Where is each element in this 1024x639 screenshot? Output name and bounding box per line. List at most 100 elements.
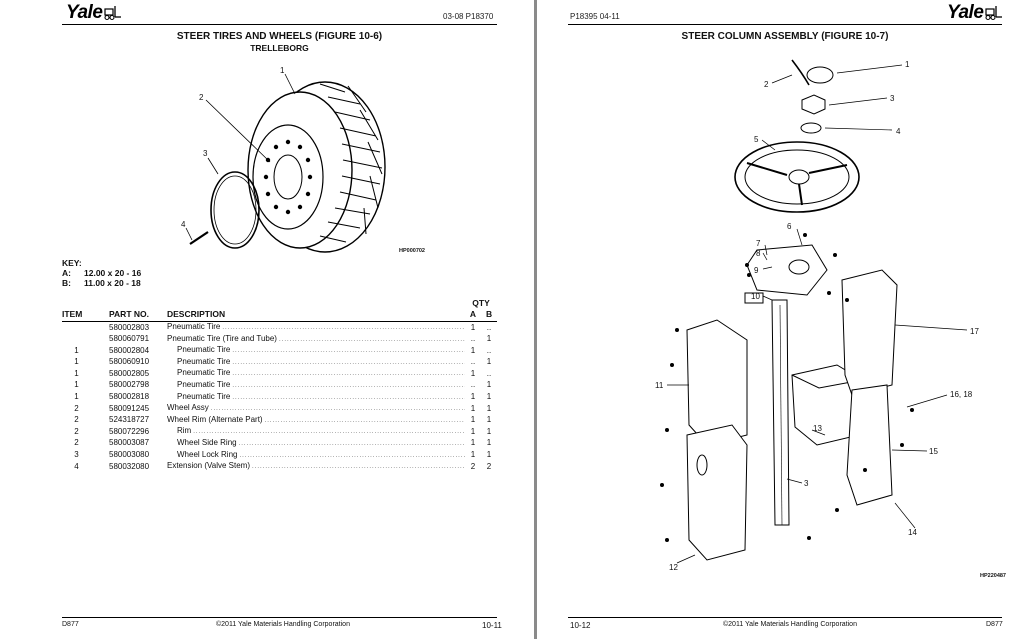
description-cell: Pneumatic Tire [167,368,465,380]
description-text: Pneumatic Tire [177,356,231,366]
parts-table: QTY ITEM PART NO. DESCRIPTION A B 580002… [62,298,498,473]
description-cell: Pneumatic Tire [167,345,465,357]
qty-a-header: A [465,309,481,322]
qty-a-cell: 1 [470,403,476,413]
qty-b-cell: .. [486,368,492,378]
valve-stem [189,231,209,245]
switch [744,292,764,304]
part-number-cell: 580002803 [109,322,150,332]
item-cell: 2 [74,438,79,448]
callout-3-lower: 3 [804,479,809,488]
description-text: Pneumatic Tire [177,391,231,401]
brand-name: Yale [947,2,984,23]
qty-b-cell: .. [486,322,492,332]
page-title: STEER COLUMN ASSEMBLY (FIGURE 10-7) [681,31,889,42]
qty-a-cell: 1 [470,450,476,460]
qty-header: QTY [472,298,490,308]
callout-4: 4 [181,220,186,229]
qty-a-cell: .. [470,334,476,344]
callout-10: 10 [751,292,760,301]
footer-copyright: ©2011 Yale Materials Handling Corporatio… [723,621,857,628]
item-header: ITEM [62,309,109,322]
washer [800,122,822,134]
doc-code: P18395 04-11 [570,12,620,21]
item-cell: 4 [74,461,79,471]
footer-rule [568,617,1002,618]
figure-code: HP220487 [980,573,1006,579]
callout-7: 7 [756,239,761,248]
dot-leader [232,393,465,404]
part-number-cell: 580003087 [109,438,150,448]
callout-12: 12 [669,563,678,572]
description-text: Pneumatic Tire [177,379,231,389]
description-text: Wheel Rim (Alternate Part) [167,414,263,424]
retaining-wire [791,59,810,86]
description-cell: Wheel Assy [167,403,465,415]
description-text: Pneumatic Tire [167,322,221,331]
part-no-header: PART NO. [109,309,167,322]
callout-11: 11 [655,381,664,390]
part-number-cell: 580002818 [109,392,150,402]
callout-1: 1 [280,66,285,75]
item-cell [62,334,109,346]
key-legend: KEY: A:12.00 x 20 - 16 B:11.00 x 20 - 18 [62,258,141,288]
callout-14: 14 [908,528,917,537]
item-cell: 1 [74,357,79,367]
qty-b-cell: 1 [486,380,492,390]
lower-cover [686,424,748,561]
left-cover [686,319,748,446]
footer-page-number: 10-12 [570,621,591,630]
item-cell: 1 [74,392,79,402]
description-text: Extension (Valve Stem) [167,461,250,471]
brand-name: Yale [66,2,103,23]
qty-a-cell: 1 [470,345,476,355]
callout-3: 3 [890,94,895,103]
qty-b-header: B [481,309,498,322]
qty-a-cell: .. [470,357,476,367]
callout-5: 5 [754,135,759,144]
page-title: STEER TIRES AND WHEELS (FIGURE 10-6) [176,31,383,42]
qty-b-cell: 2 [486,461,492,471]
key-row-b: B:11.00 x 20 - 18 [62,278,141,288]
qty-b-cell: 1 [486,334,492,344]
callout-15: 15 [929,447,938,456]
bolts [660,233,914,542]
item-cell: 2 [74,426,79,436]
dot-leader [239,439,465,450]
cap [806,66,834,84]
callout-2: 2 [764,80,769,89]
qty-b-cell: 1 [486,392,492,402]
qty-b-cell: 1 [486,357,492,367]
qty-a-cell: 1 [470,426,476,436]
dot-leader [252,462,465,473]
page-subtitle: TRELLEBORG [250,43,309,53]
qty-a-cell: 1 [470,438,476,448]
part-number-cell: 580002798 [109,380,150,390]
part-number-cell: 524318727 [109,415,150,425]
footer-page-number: 10-11 [482,621,502,630]
item-cell: 3 [74,450,79,460]
tire-wheel-illustration: 1 2 3 4 [181,66,386,253]
dot-leader [193,427,465,438]
dot-leader [279,335,465,346]
footer-rule [62,617,497,618]
qty-a-cell: 1 [470,322,476,332]
part-number-cell: 580003080 [109,450,150,460]
lock-ring [210,171,260,249]
yale-logo: Yale [947,2,1003,24]
qty-b-cell: 1 [486,450,492,460]
description-cell: Pneumatic Tire [167,380,465,392]
qty-b-cell: 1 [486,426,492,436]
qty-b-cell: 1 [486,403,492,413]
dot-leader [232,346,465,357]
yale-logo: Yale [66,2,122,24]
qty-a-cell: 1 [470,368,476,378]
table-row: 580002803 Pneumatic Tire 1.. [62,322,497,334]
figure-code: HP000702 [399,248,425,254]
